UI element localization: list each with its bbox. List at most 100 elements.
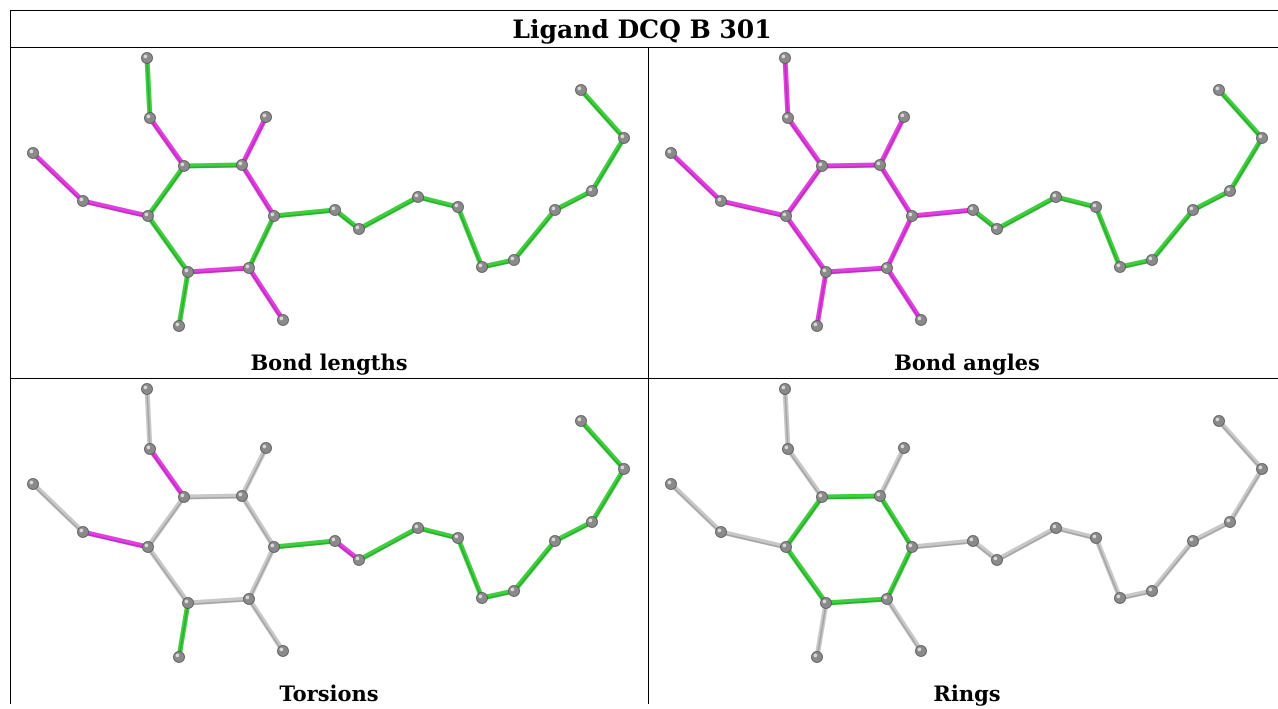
atom <box>1050 191 1062 203</box>
bond <box>246 544 277 602</box>
atom <box>915 645 927 657</box>
atom-highlight <box>1258 465 1263 470</box>
bond-shading <box>787 450 823 499</box>
atom <box>1114 592 1126 604</box>
panel-torsions: Torsions <box>11 379 647 709</box>
atom-highlight <box>1052 524 1057 529</box>
atom <box>1224 185 1236 197</box>
bond <box>814 600 829 660</box>
table-border-top <box>10 10 1278 11</box>
atom <box>586 185 598 197</box>
atom <box>1213 415 1225 427</box>
atom <box>549 535 561 547</box>
atom <box>268 210 280 222</box>
bond-shading <box>1095 539 1121 600</box>
atom <box>665 147 677 159</box>
atom <box>142 210 154 222</box>
bond <box>1093 204 1123 270</box>
atom <box>277 314 289 326</box>
atom-highlight <box>577 86 582 91</box>
bond-shading <box>785 167 823 218</box>
atom <box>236 159 248 171</box>
bond-shading <box>183 165 243 169</box>
atom-highlight <box>454 534 459 539</box>
bond-shading <box>886 269 922 322</box>
bond-shading <box>670 484 722 535</box>
bond <box>415 194 461 210</box>
panel-bond-angles: Bond angles <box>649 48 1278 378</box>
atom <box>820 597 832 609</box>
atom-highlight <box>588 187 593 192</box>
atom <box>144 112 156 124</box>
atom-highlight <box>1226 518 1231 523</box>
atom-highlight <box>1258 134 1263 139</box>
bond <box>1190 188 1233 213</box>
bond-shading <box>82 532 149 550</box>
bond-shading <box>457 539 483 600</box>
atom <box>508 254 520 266</box>
bond <box>246 596 286 654</box>
bond-shading <box>149 119 185 168</box>
atom-highlight <box>1116 594 1121 599</box>
atom <box>586 516 598 528</box>
bond <box>909 538 976 550</box>
bond-shading <box>1055 528 1097 541</box>
atom-highlight <box>1189 537 1194 542</box>
bond <box>785 115 825 169</box>
bond <box>1216 87 1265 141</box>
molecule-diagram-torsions <box>27 383 630 663</box>
bond <box>668 150 724 204</box>
bond <box>578 418 627 472</box>
atom-highlight <box>1215 86 1220 91</box>
atom-highlight <box>175 322 180 327</box>
bond <box>181 493 245 500</box>
atom <box>780 541 792 553</box>
atom-highlight <box>620 465 625 470</box>
bond <box>552 519 595 544</box>
atom <box>618 132 630 144</box>
atom <box>1090 532 1102 544</box>
atom-highlight <box>180 162 185 167</box>
atom <box>243 262 255 274</box>
panel-rings: Rings <box>649 379 1278 709</box>
atom-highlight <box>883 264 888 269</box>
atom-highlight <box>908 212 913 217</box>
atom <box>178 491 190 503</box>
bond <box>356 194 421 232</box>
atom-highlight <box>900 444 905 449</box>
atom-highlight <box>262 113 267 118</box>
bond <box>718 529 789 550</box>
atom-highlight <box>245 264 250 269</box>
bond-shading <box>816 604 827 659</box>
atom <box>665 478 677 490</box>
bond-shading <box>241 497 275 549</box>
bond <box>823 596 890 606</box>
atom <box>178 160 190 172</box>
bond-shading <box>241 449 267 498</box>
atom-highlight <box>29 149 34 154</box>
bond <box>1093 535 1123 601</box>
bond-shading <box>1192 191 1231 213</box>
atom <box>1114 261 1126 273</box>
atom <box>820 266 832 278</box>
atom <box>881 593 893 605</box>
atom <box>141 52 153 64</box>
bond <box>718 198 789 219</box>
atom <box>906 210 918 222</box>
bond <box>185 596 252 606</box>
atom-highlight <box>454 203 459 208</box>
bond <box>145 213 191 275</box>
title-row-divider <box>10 47 1278 48</box>
atom-highlight <box>917 316 922 321</box>
figure-title: Ligand DCQ B 301 <box>512 14 772 44</box>
bond-shading <box>554 522 593 544</box>
bond <box>877 445 907 499</box>
atom-highlight <box>818 493 823 498</box>
bond <box>356 525 421 563</box>
bond-shading <box>886 217 913 270</box>
atom <box>874 159 886 171</box>
bond <box>30 150 86 204</box>
atom <box>967 204 979 216</box>
atom-highlight <box>279 316 284 321</box>
atom-highlight <box>510 587 515 592</box>
